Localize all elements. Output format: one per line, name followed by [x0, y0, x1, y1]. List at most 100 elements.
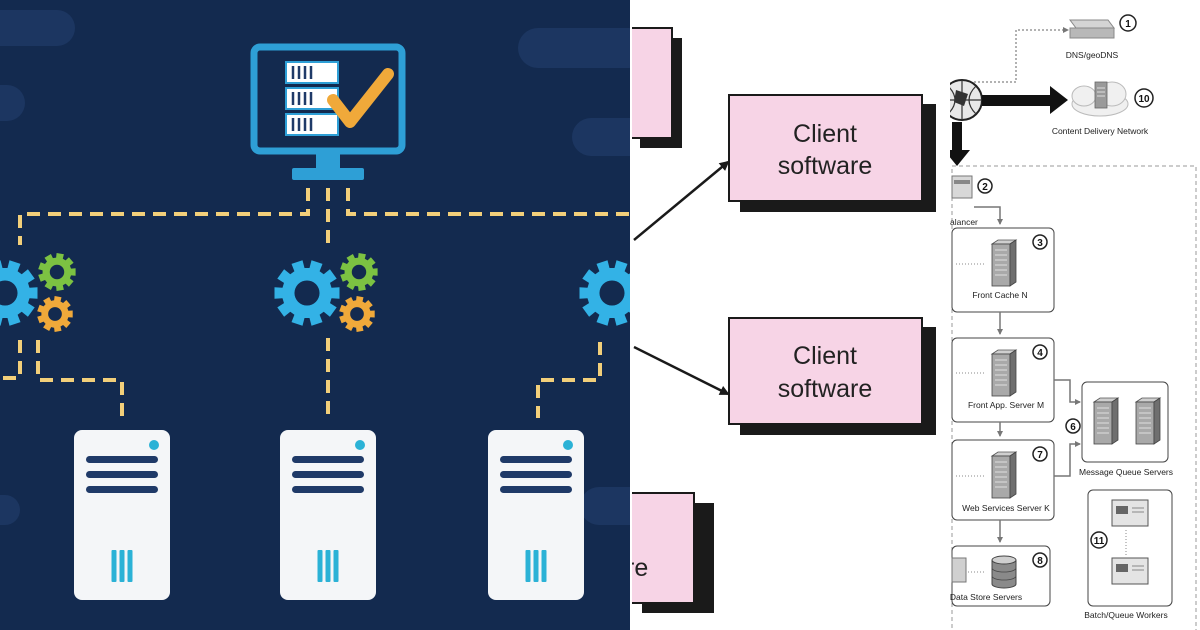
- server-slot: [86, 471, 158, 478]
- background-pill: [0, 85, 25, 121]
- client-box-line2: software: [778, 375, 872, 403]
- server-tower-icon: [990, 239, 1018, 287]
- gear-icon: [274, 260, 340, 326]
- background-pill: [0, 495, 20, 525]
- svg-text:2: 2: [982, 182, 988, 193]
- load-balancer-icon: [951, 175, 973, 199]
- server-slot: [292, 486, 364, 493]
- batch-queue-number-badge: 11: [1090, 531, 1108, 549]
- dns-number-badge: 1: [1119, 14, 1137, 32]
- architecture-diagram: DNS/geoDNS 1 Cont: [950, 14, 1197, 630]
- server-vent: [119, 550, 125, 582]
- batch-worker-icon: [1111, 557, 1149, 585]
- partial-box-top: [632, 27, 682, 148]
- gear-cluster: [579, 260, 630, 326]
- svg-text:7: 7: [1037, 450, 1043, 461]
- server-vent: [533, 550, 539, 582]
- network-illustration-panel: [0, 0, 630, 630]
- batch-queue-box: [1087, 489, 1173, 607]
- architecture-panel: DNS/geoDNS 1 Cont: [950, 0, 1200, 630]
- partial-box-bottom: re: [632, 492, 714, 613]
- server-vent: [111, 550, 117, 582]
- server-vent: [525, 550, 531, 582]
- cdn-label: Content Delivery Network: [1052, 126, 1149, 136]
- gear-icon: [579, 260, 630, 326]
- svg-text:4: 4: [1037, 348, 1043, 359]
- front-cache-box: [951, 227, 1055, 313]
- load-balancer-label: alancer: [950, 217, 978, 227]
- front-app-number-badge: 4: [1032, 344, 1048, 360]
- dns-server-icon: [1069, 19, 1115, 39]
- message-queue-box: [1081, 381, 1169, 463]
- client-software-box: Client software: [728, 317, 936, 435]
- server-led: [355, 440, 365, 450]
- server-slot: [292, 471, 364, 478]
- background-pill: [580, 487, 630, 525]
- server-tower-icon: [1134, 397, 1162, 445]
- message-queue-label: Message Queue Servers: [1079, 467, 1173, 477]
- svg-text:10: 10: [1138, 94, 1150, 105]
- server-vent: [127, 550, 133, 582]
- arrow: [633, 160, 730, 241]
- server-icon: [74, 430, 170, 600]
- server-tower-icon: [990, 349, 1018, 397]
- cdn-number-badge: 10: [1134, 88, 1154, 108]
- server-tower-icon: [990, 451, 1018, 499]
- client-software-diagram: re Client software Client software: [632, 27, 936, 613]
- server-tower-icon: [1092, 397, 1120, 445]
- gear-cluster: [274, 253, 378, 332]
- svg-text:3: 3: [1037, 238, 1043, 249]
- front-app-label: Front App. Server M: [968, 400, 1044, 410]
- dashed-connectors: [0, 188, 630, 418]
- server-slot: [500, 471, 572, 478]
- server-icon: [280, 430, 376, 600]
- svg-text:6: 6: [1070, 422, 1076, 433]
- client-software-panel: re Client software Client software: [632, 0, 948, 630]
- network-illustration: [0, 10, 630, 600]
- arrow: [633, 345, 730, 396]
- background-pill: [0, 10, 75, 46]
- front-cache-number-badge: 3: [1032, 234, 1048, 250]
- client-software-box: Client software: [728, 94, 936, 212]
- svg-text:1: 1: [1125, 19, 1131, 30]
- web-services-number-badge: 7: [1032, 446, 1048, 462]
- dns-label: DNS/geoDNS: [1066, 50, 1119, 60]
- server-slot: [86, 486, 158, 493]
- web-services-box: [951, 439, 1055, 521]
- gear-icon: [37, 296, 73, 332]
- server-icon: [488, 430, 584, 600]
- down-arrow: [950, 122, 970, 166]
- server-slot: [86, 456, 158, 463]
- monitor-check-icon: [250, 43, 406, 180]
- gear-icon: [38, 253, 76, 291]
- batch-queue-label: Batch/Queue Workers: [1084, 610, 1167, 620]
- globe-icon: [950, 79, 983, 121]
- gear-icon: [340, 253, 378, 291]
- server-vent: [325, 550, 331, 582]
- flow-connectors: [997, 312, 1081, 543]
- server-led: [563, 440, 573, 450]
- server-vent: [541, 550, 547, 582]
- load-balancer-number-badge: 2: [977, 178, 993, 194]
- cdn-arrow: [982, 86, 1068, 114]
- connector: [974, 206, 1003, 225]
- server-led: [149, 440, 159, 450]
- front-cache-label: Front Cache N: [972, 290, 1027, 300]
- server-vent: [333, 550, 339, 582]
- gear-cluster: [0, 253, 76, 332]
- svg-text:8: 8: [1037, 556, 1043, 567]
- svg-text:11: 11: [1094, 536, 1105, 547]
- message-queue-number-badge: 6: [1065, 418, 1081, 434]
- background-pill: [572, 118, 630, 156]
- client-box-line1: Client: [793, 342, 857, 370]
- server-slot: [500, 486, 572, 493]
- client-box-line2: software: [778, 152, 872, 180]
- gear-icon: [0, 260, 38, 326]
- background-pill: [518, 28, 630, 68]
- client-box-line1: Client: [793, 120, 857, 148]
- dotted-hints: [956, 263, 1127, 573]
- web-services-label: Web Services Server K: [962, 503, 1050, 513]
- cdn-cloud-icon: [1071, 81, 1129, 117]
- database-icon: [991, 555, 1017, 589]
- server-vent: [317, 550, 323, 582]
